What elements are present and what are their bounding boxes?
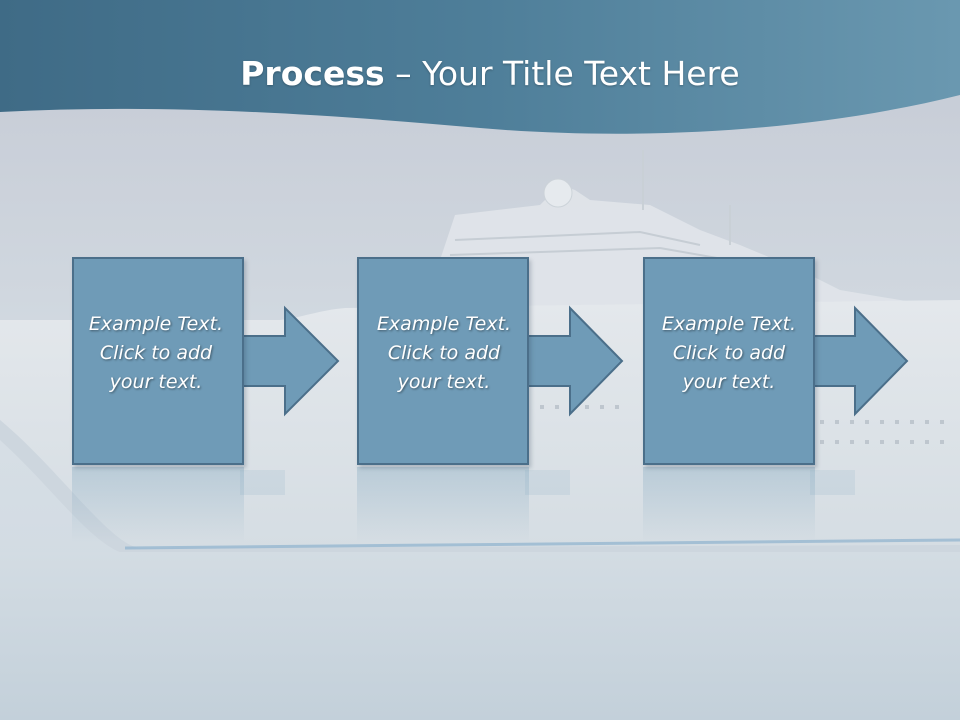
step-2-text[interactable]: Example Text. Click to add your text.	[358, 310, 530, 397]
step-1-line-2: Click to add	[99, 342, 213, 364]
title-bold: Process	[240, 54, 385, 93]
step-3-box[interactable]	[643, 257, 815, 465]
slide-title: Process – Your Title Text Here	[0, 52, 960, 96]
step-2-reflection	[357, 467, 529, 542]
step-2-line-2: Click to add	[387, 342, 501, 364]
step-1-reflection	[72, 467, 244, 542]
step-1-line-3: your text.	[109, 371, 203, 393]
step-1-line-1: Example Text.	[88, 313, 224, 335]
step-3-line-3: your text.	[682, 371, 776, 393]
arrow-1	[239, 305, 340, 417]
step-2-line-3: your text.	[397, 371, 491, 393]
step-3-line-1: Example Text.	[661, 313, 797, 335]
step-2-line-1: Example Text.	[376, 313, 512, 335]
title-rest: – Your Title Text Here	[384, 54, 740, 93]
step-3-text[interactable]: Example Text. Click to add your text.	[643, 310, 815, 397]
step-3-reflection	[643, 467, 815, 542]
step-1-text[interactable]: Example Text. Click to add your text.	[70, 310, 242, 397]
step-1-box[interactable]	[72, 257, 244, 465]
arrow-2	[524, 305, 624, 417]
step-2-box[interactable]	[357, 257, 529, 465]
header-band	[0, 0, 960, 134]
water	[0, 552, 960, 720]
arrow-3	[809, 305, 909, 417]
step-3-line-2: Click to add	[672, 342, 786, 364]
